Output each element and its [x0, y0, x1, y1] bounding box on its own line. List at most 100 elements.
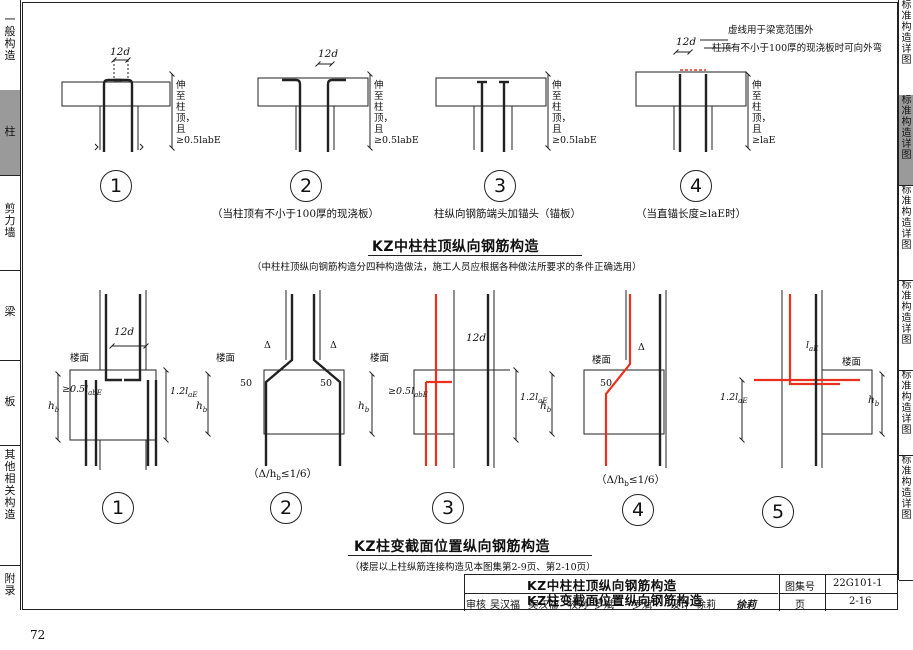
- left-tab-label: 柱: [4, 125, 16, 138]
- right-tab-label: 标准构造详图: [901, 280, 912, 346]
- right-tab-5[interactable]: 标准构造详图: [899, 370, 913, 456]
- left-tab-appendix[interactable]: 附录: [0, 565, 20, 610]
- bottom-title-underline: [348, 555, 592, 556]
- dim-50-4: 50: [600, 378, 613, 389]
- top-title-underline: [368, 255, 582, 256]
- right-tab-label: 标准构造详图: [901, 95, 912, 161]
- dim-1-2-5: 1.2laE: [720, 392, 748, 405]
- detail-number-bottom-4: 4: [622, 494, 654, 526]
- bottom-section-note: （楼层以上柱纵筋连接构造见本图集第2-9页、第2-10页）: [350, 562, 596, 573]
- review-sign: 吴汉福: [528, 600, 558, 611]
- top-caption-4: （当直锚长度≥laE时）: [636, 208, 747, 220]
- left-tab-beam[interactable]: 梁: [0, 270, 20, 361]
- dim-12d-4: 12d: [676, 36, 697, 48]
- dim-0-5-1: ≥0.5labE: [62, 384, 102, 397]
- review-name: 吴汉福: [490, 600, 520, 611]
- top-caption-2: （当柱顶有不小于100厚的现浇板）: [212, 208, 380, 220]
- left-tab-slab[interactable]: 板: [0, 360, 20, 446]
- right-tab-label: 标准构造详图: [901, 370, 912, 436]
- floor-label-4: 楼面: [592, 355, 612, 366]
- left-tab-label: 一般构造: [4, 13, 16, 62]
- bottom-dim-12d-1: 12d: [114, 326, 135, 338]
- detail-number-bottom-2: 2: [270, 492, 302, 524]
- delta-4: Δ: [638, 342, 645, 353]
- right-tab-label: 标准构造详图: [901, 185, 912, 251]
- detail-number-top-3: 3: [484, 170, 516, 202]
- hb-label-2: hb: [196, 400, 208, 415]
- anchor-label-3: 伸至柱顶，且≥0.5labE: [552, 80, 597, 146]
- detail-number-top-4: 4: [680, 170, 712, 202]
- title-block-line-1: KZ中柱柱顶纵向钢筋构造: [527, 578, 677, 593]
- signature-row: 审核 吴汉福 吴汉福 校对 罗斌 罗斌 设计 徐莉 徐莉: [464, 593, 778, 611]
- bottom-dim-lae-5: laE: [806, 340, 819, 353]
- right-tab-6[interactable]: 标准构造详图: [899, 455, 913, 581]
- top-detail-2: [257, 61, 373, 152]
- bottom-detail-2: [205, 290, 345, 466]
- left-tab-other[interactable]: 其他相关构造: [0, 445, 20, 566]
- dim-0-5-3: ≥0.5labE: [388, 386, 428, 399]
- anchor-label-4: 伸至柱顶，且≥laE: [752, 80, 776, 146]
- left-tab-label: 其他相关构造: [4, 448, 16, 521]
- right-tab-label: 标准构造详图: [901, 455, 912, 521]
- dim-50-2a: 50: [240, 378, 253, 389]
- atlas-label: 图集号: [785, 582, 815, 593]
- title-block-line-2: KZ柱变截面位置纵向钢筋构造: [527, 593, 703, 608]
- hb-label-1: hb: [48, 400, 60, 415]
- floor-label-2: 楼面: [216, 353, 236, 364]
- check-sign: 罗斌: [632, 600, 652, 611]
- top-caption-3: 柱纵向钢筋端头加锚头（锚板）: [434, 208, 581, 220]
- left-tab-column[interactable]: 柱: [0, 90, 20, 176]
- right-tab-4[interactable]: 标准构造详图: [899, 280, 913, 371]
- top-detail-1: [61, 57, 175, 152]
- floor-label-5: 楼面: [842, 357, 862, 368]
- top-detail-3: [435, 71, 551, 152]
- detail-number-bottom-5: 5: [762, 496, 794, 528]
- left-tab-label: 梁: [4, 305, 16, 318]
- drawing-frame: [22, 2, 898, 610]
- anchor-label-1: 伸至柱顶，且≥0.5labE: [176, 80, 221, 146]
- dashed-note-2: 柱顶有不小于100厚的现浇板时可向外弯: [712, 43, 883, 54]
- dim-50-2b: 50: [320, 378, 333, 389]
- right-tab-3[interactable]: 标准构造详图: [899, 185, 913, 281]
- bottom-dim-12d-3: 12d: [466, 332, 487, 344]
- left-tab-label: 剪力墙: [4, 202, 16, 239]
- page-label: 页: [795, 600, 805, 611]
- design-label: 设计: [670, 600, 690, 611]
- right-tab-2[interactable]: 标准构造详图: [899, 95, 913, 186]
- left-tab-strip: 一般构造 柱 剪力墙 梁 板 其他相关构造 附录: [0, 0, 21, 610]
- bottom-section-title: KZ柱变截面位置纵向钢筋构造: [354, 539, 550, 555]
- page-number: 72: [30, 628, 46, 642]
- detail-number-top-1: 1: [100, 170, 132, 202]
- dashed-note-1: 虚线用于梁宽范围外: [728, 25, 814, 36]
- floor-label-1: 楼面: [70, 353, 90, 364]
- ratio-caption-2: （Δ/hb≤1/6）: [248, 468, 318, 483]
- left-tab-label: 板: [4, 395, 16, 408]
- ratio-caption-4: （Δ/hb≤1/6）: [596, 474, 666, 489]
- design-name: 徐莉: [696, 600, 716, 611]
- right-tab-strip: 标准构造详图 标准构造详图 标准构造详图 标准构造详图 标准构造详图 标准构造详…: [898, 0, 913, 581]
- page-value: 2-16: [849, 596, 872, 607]
- dim-12d-1: 12d: [110, 46, 131, 58]
- detail-number-bottom-3: 3: [432, 492, 464, 524]
- anchor-label-2: 伸至柱顶，且≥0.5labE: [374, 80, 419, 146]
- dim-1-2-3: 1.2laE: [520, 392, 548, 405]
- delta-2b: Δ: [330, 340, 337, 351]
- left-tab-shear-wall[interactable]: 剪力墙: [0, 175, 20, 271]
- bottom-detail-1: [55, 290, 169, 470]
- right-tab-label: 标准构造详图: [901, 0, 912, 66]
- top-section-note: （中柱柱顶纵向钢筋构造分四种构造做法，施工人员应根据各种做法所要求的条件正确选用…: [252, 262, 642, 273]
- review-label: 审核: [466, 600, 486, 611]
- check-name: 罗斌: [594, 600, 614, 611]
- design-sign: 徐莉: [736, 600, 756, 611]
- hb-label-3: hb: [358, 400, 370, 415]
- bottom-detail-5: [739, 290, 885, 468]
- hb-label-5: hb: [868, 394, 880, 409]
- bottom-detail-4: [549, 290, 667, 468]
- detail-number-bottom-1: 1: [102, 492, 134, 524]
- top-section-title: KZ中柱柱顶纵向钢筋构造: [372, 239, 539, 255]
- atlas-value: 22G101-1: [833, 578, 883, 589]
- floor-label-3: 楼面: [370, 353, 390, 364]
- top-detail-4: [635, 39, 751, 152]
- delta-2a: Δ: [264, 340, 271, 351]
